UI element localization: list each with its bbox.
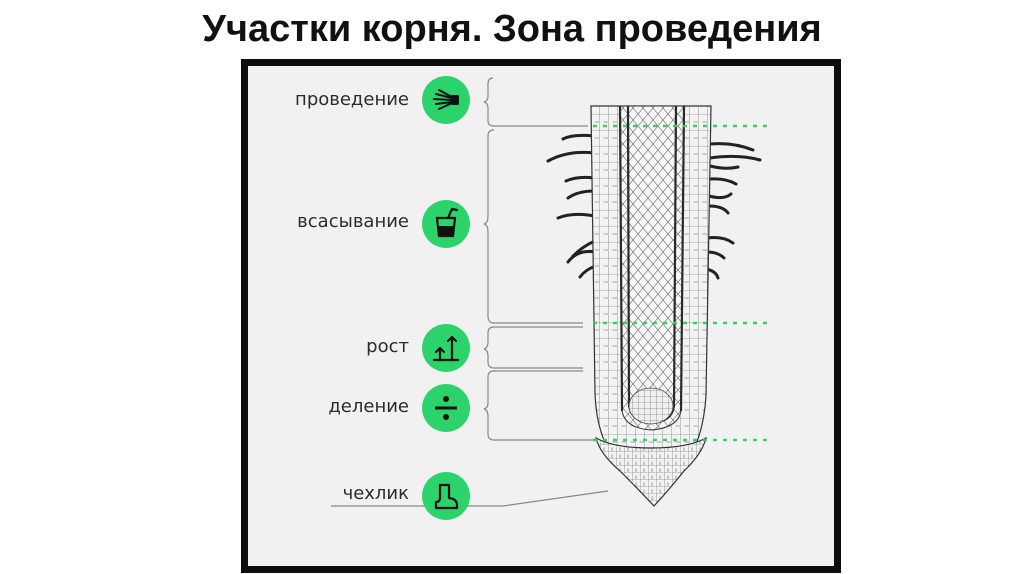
- boot-icon: [422, 472, 470, 520]
- division-sign-icon: [422, 384, 470, 432]
- slide-title: Участки корня. Зона проведения: [202, 8, 822, 50]
- water-conduct-icon: [422, 76, 470, 124]
- zone-label-cap: чехлик: [342, 483, 409, 504]
- zone-label-growth: рост: [366, 336, 409, 357]
- central-cylinder: [619, 105, 685, 431]
- root-diagram: [331, 77, 768, 507]
- root-diagram-frame: проведение всасывание рост деление чехли…: [241, 59, 841, 573]
- root-hairs-left: [546, 133, 598, 279]
- root-hairs-right: [704, 142, 762, 280]
- zone-brackets: [331, 77, 609, 507]
- meristem-cells: [628, 387, 674, 425]
- zone-label-conduction: проведение: [295, 89, 409, 110]
- root-cap: [595, 436, 707, 507]
- growth-arrows-icon: [422, 324, 470, 372]
- glass-straw-icon: [422, 200, 470, 248]
- zone-label-division: деление: [328, 396, 409, 417]
- zone-label-absorption: всасывание: [297, 211, 409, 232]
